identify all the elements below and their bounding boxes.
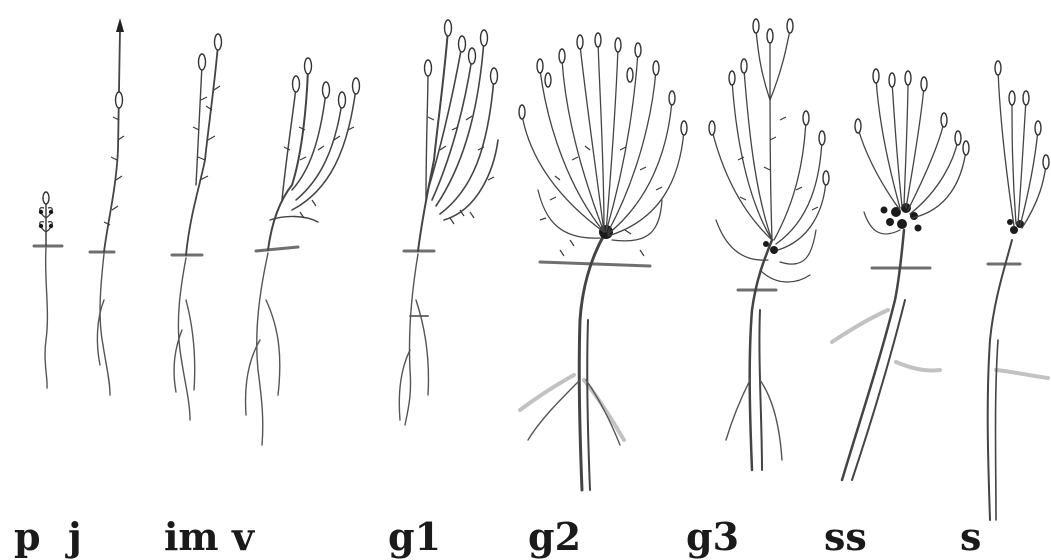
plant-stage-v xyxy=(246,58,360,445)
plant-stage-g2 xyxy=(519,33,687,490)
stage-label-g2: g2 xyxy=(528,514,581,559)
stage-label-j: j xyxy=(65,514,82,559)
stage-label-p: p xyxy=(14,514,41,559)
plant-stage-s xyxy=(988,61,1049,520)
stage-label-s: s xyxy=(960,514,981,559)
stage-label-im: im xyxy=(164,514,219,559)
plant-stage-g1 xyxy=(399,20,498,425)
plant-stage-im xyxy=(172,34,222,420)
plant-stage-g3 xyxy=(709,19,829,470)
stage-label-g1: g1 xyxy=(388,514,441,559)
plant-stage-p xyxy=(34,192,62,388)
stage-label-v: v xyxy=(231,514,256,559)
stage-label-g3: g3 xyxy=(686,514,739,559)
plant-stage-j xyxy=(90,18,124,395)
plant-stage-ss xyxy=(832,69,969,480)
stage-label-ss: ss xyxy=(824,514,867,559)
